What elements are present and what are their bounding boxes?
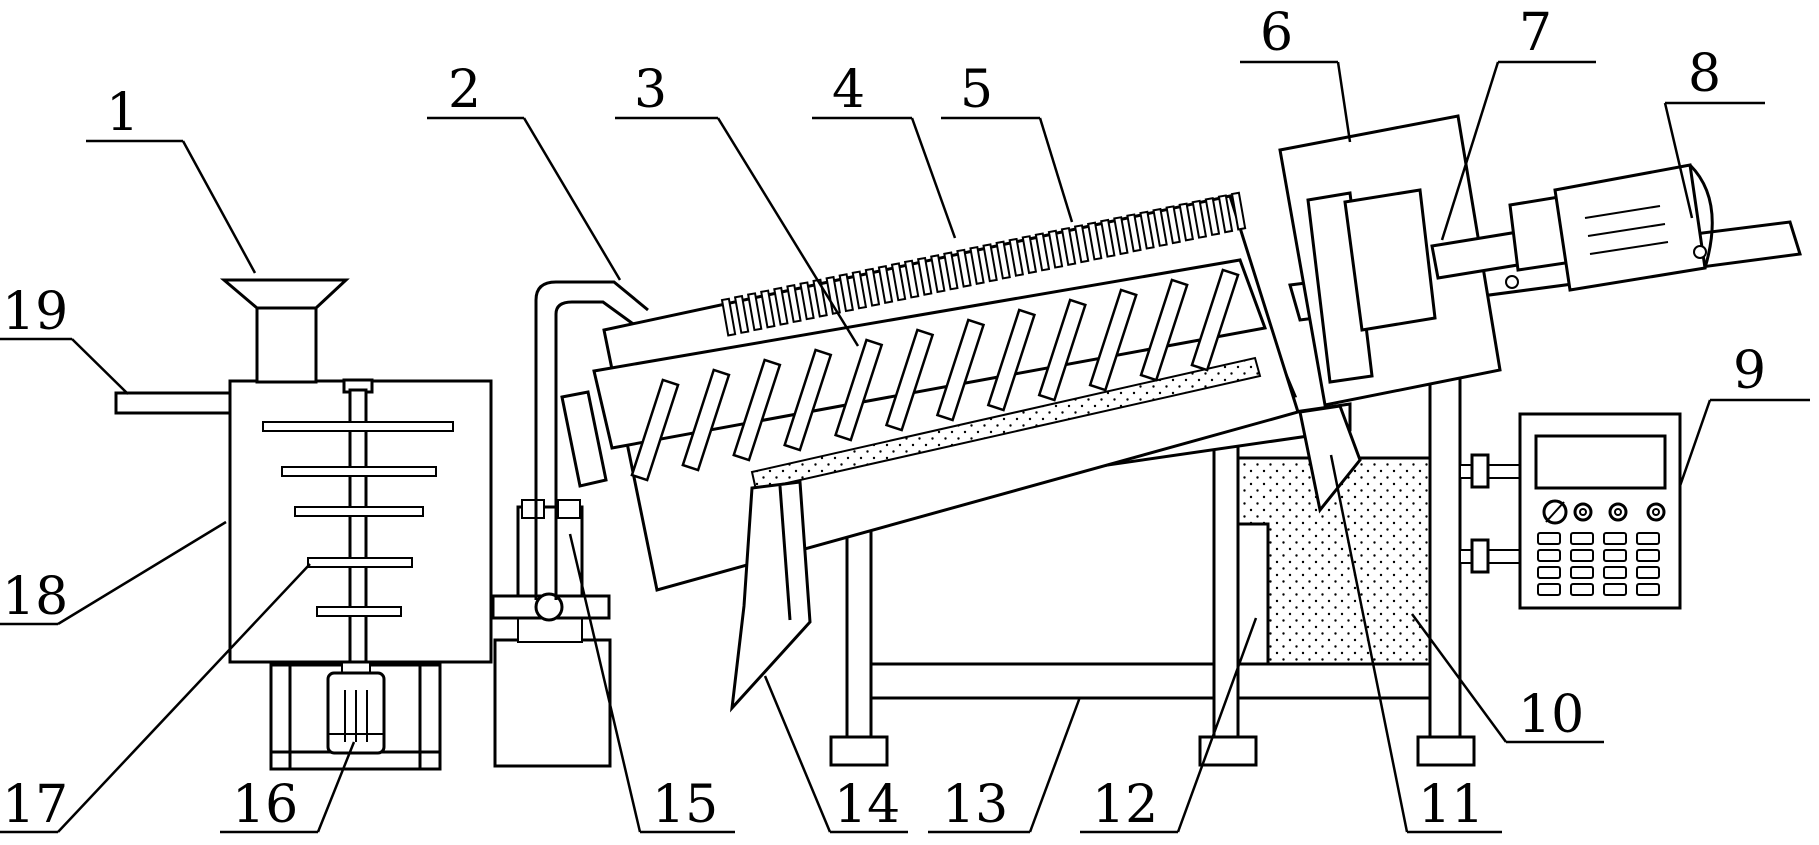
control-keypad: [1537, 532, 1660, 596]
label-17: 17: [2, 775, 68, 835]
tank-motor: [326, 656, 386, 755]
label-5: 5: [960, 60, 993, 120]
label-8: 8: [1688, 44, 1721, 104]
feed-pipe-inner: [554, 300, 637, 600]
label-1: 1: [106, 83, 139, 143]
tank-outlet-pipe: [114, 391, 232, 415]
mixing-tank: [114, 278, 493, 771]
leader-lines: [0, 60, 1810, 834]
label-13: 13: [942, 775, 1008, 835]
pump: [491, 499, 612, 768]
label-18: 18: [2, 567, 68, 627]
label-19: 19: [2, 282, 68, 342]
collection-tank: [1236, 404, 1432, 666]
barrel-end-cap: [560, 390, 608, 488]
drive-unit: [1278, 114, 1802, 407]
label-16: 16: [232, 775, 298, 835]
screw-press: [560, 191, 1300, 713]
drive-motor: [1553, 163, 1707, 292]
label-4: 4: [832, 60, 865, 120]
stirring-shaft: [262, 378, 454, 664]
feed-pipe-outer: [534, 280, 649, 600]
label-15: 15: [652, 775, 718, 835]
part-labels: 1 2 3 4 5 6 7 8 9 10 11 12 13 14 15 16 1…: [2, 3, 1766, 835]
control-panel: [1459, 412, 1682, 610]
label-7: 7: [1519, 3, 1552, 63]
pump-base: [493, 638, 612, 768]
label-11: 11: [1418, 775, 1484, 835]
discharge-chute: [729, 480, 812, 713]
label-12: 12: [1092, 775, 1158, 835]
label-2: 2: [448, 60, 481, 120]
tank-baffle: [1236, 522, 1270, 666]
screw-blades: [630, 268, 1240, 482]
label-10: 10: [1518, 685, 1584, 745]
label-6: 6: [1260, 3, 1293, 63]
control-display: [1534, 434, 1667, 490]
label-3: 3: [634, 60, 667, 120]
label-14: 14: [834, 775, 900, 835]
feed-hopper: [219, 278, 350, 384]
scraper-blade: [1298, 404, 1362, 514]
top-fins: [720, 191, 1247, 337]
label-9: 9: [1733, 341, 1766, 401]
